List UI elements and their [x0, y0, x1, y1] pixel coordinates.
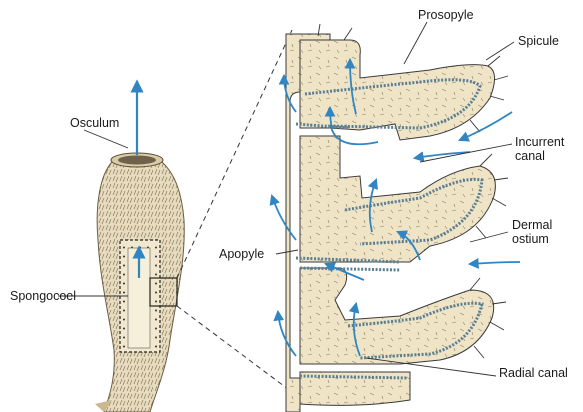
label-osculum: Osculum [70, 116, 119, 130]
label-apopyle: Apopyle [219, 247, 264, 261]
label-incurrent-canal: Incurrent canal [515, 135, 581, 163]
label-prosopyle: Prosopyle [418, 8, 474, 22]
zoom-projection-lines [177, 30, 300, 398]
sponge-body [97, 82, 184, 412]
label-spicule: Spicule [518, 34, 559, 48]
label-spongocoel: Spongocoel [10, 289, 76, 303]
label-radial-canal: Radial canal [499, 366, 568, 380]
label-dermal-ostium: Dermal ostium [512, 218, 574, 246]
